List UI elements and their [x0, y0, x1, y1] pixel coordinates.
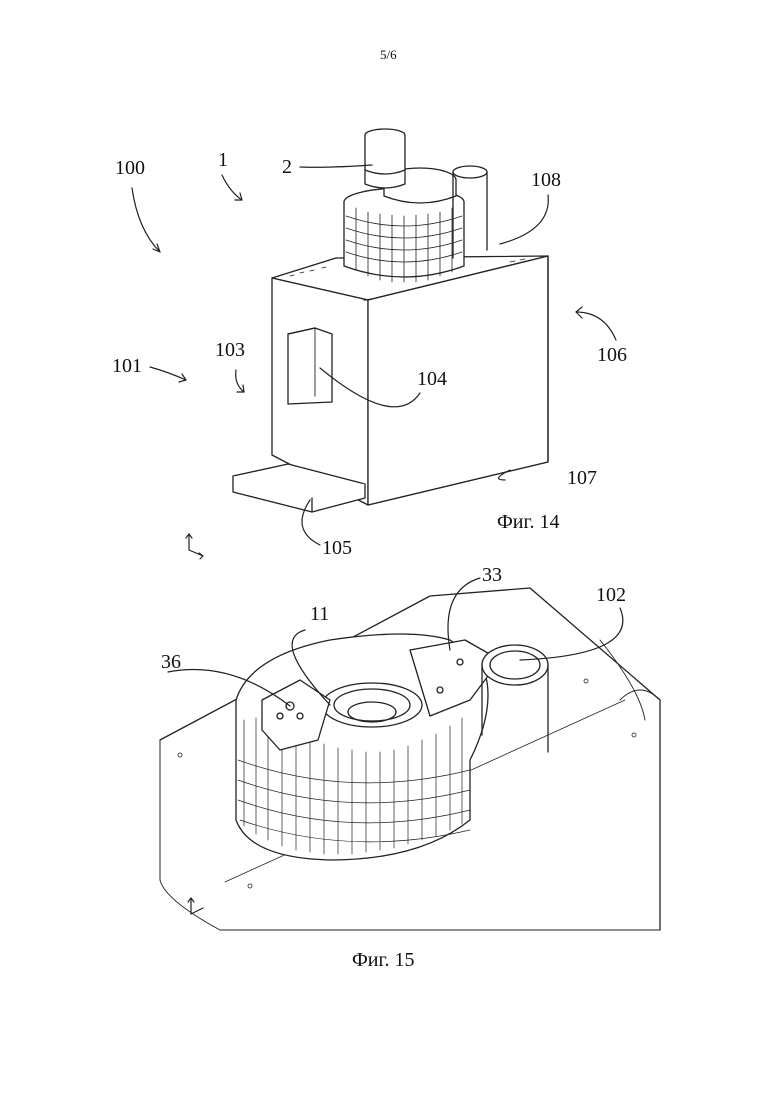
ref-label-105: 105 [322, 538, 352, 558]
ref-label-36: 36 [161, 652, 181, 672]
ref-label-104: 104 [417, 369, 447, 389]
ref-label-107: 107 [567, 468, 597, 488]
ref-label-100: 100 [115, 158, 145, 178]
ref-label-11: 11 [310, 604, 329, 624]
axis-icon-fig14 [186, 534, 203, 559]
ref-label-108: 108 [531, 170, 561, 190]
front-block [288, 328, 332, 404]
figure-14-caption: Фиг. 14 [497, 512, 559, 532]
ref-label-106: 106 [597, 345, 627, 365]
ref-label-1: 1 [218, 150, 228, 170]
ref-label-102: 102 [596, 585, 626, 605]
ref-label-101: 101 [112, 356, 142, 376]
ref-label-33: 33 [482, 565, 502, 585]
ref-label-103: 103 [215, 340, 245, 360]
figure-15-caption: Фиг. 15 [352, 950, 414, 970]
fig15-assembly [160, 588, 660, 930]
ref-label-2: 2 [282, 157, 292, 177]
page-number: 5/6 [380, 48, 397, 61]
